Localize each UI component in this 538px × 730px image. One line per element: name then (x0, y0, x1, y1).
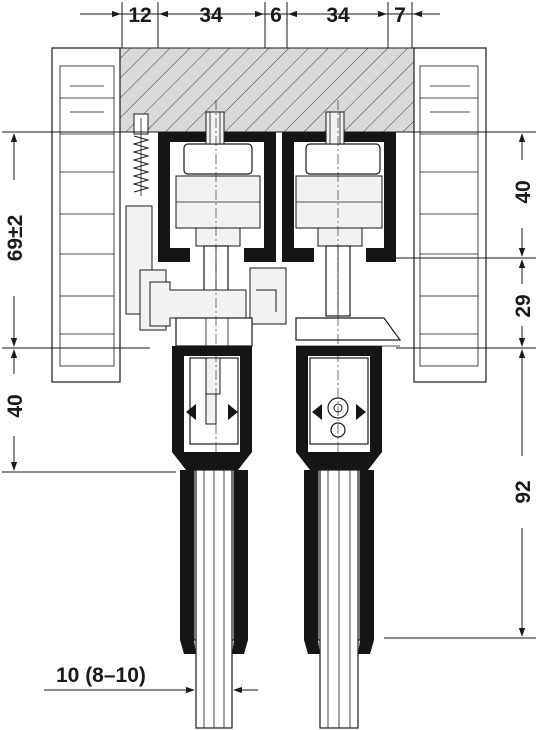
right-wall-panel (413, 47, 487, 383)
right-runner (295, 111, 383, 317)
right-dimension-lines (384, 131, 536, 639)
right-stopper (295, 317, 402, 347)
dim-right-upper: 40 (512, 180, 535, 203)
dim-top-1: 12 (128, 4, 151, 27)
left-wall-panel (51, 47, 121, 383)
left-dimension-lines (2, 131, 176, 473)
dim-left-lower: 40 (4, 394, 27, 417)
dim-right-lower: 92 (512, 480, 535, 503)
glass-thickness-dimension-lines (44, 656, 258, 704)
dim-top-5: 7 (394, 4, 406, 27)
track-profile (158, 132, 396, 262)
right-clamp-housing (296, 346, 382, 470)
dim-top-3: 6 (270, 4, 282, 27)
dim-top-4: 34 (326, 4, 350, 27)
centerlines (215, 100, 339, 470)
left-glass-pane (195, 469, 233, 729)
top-dimension-chain (80, 2, 440, 48)
ceiling-section (119, 47, 417, 133)
dim-left-upper: 69±2 (4, 215, 27, 262)
dim-glass-thickness: 10 (8–10) (56, 664, 146, 687)
left-clamp-housing (172, 346, 252, 470)
dim-right-middle: 29 (512, 294, 535, 317)
right-glass-pane (319, 469, 359, 729)
dim-top-2: 34 (199, 4, 223, 27)
